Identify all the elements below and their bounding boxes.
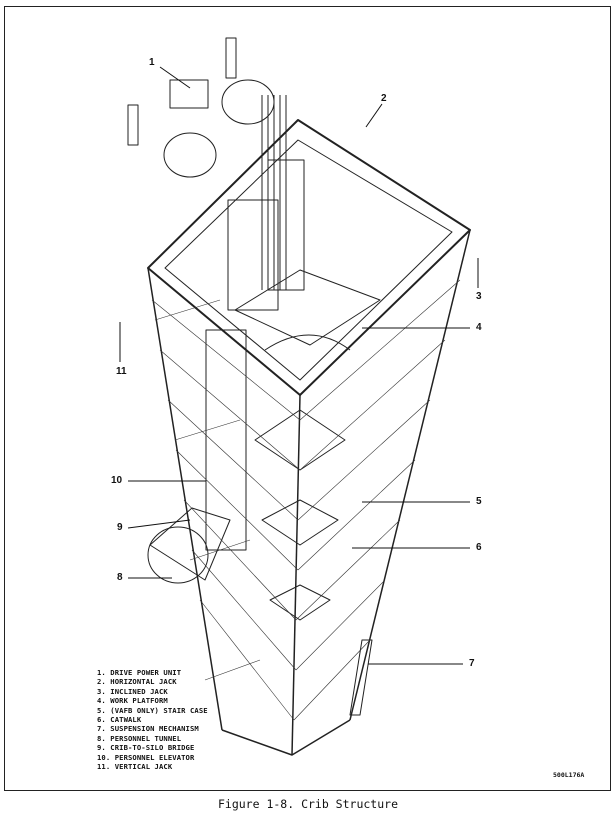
callout-10: 10 (111, 475, 123, 486)
legend-list: 1. DRIVE POWER UNIT 2. HORIZONTAL JACK 3… (97, 668, 208, 771)
inner-column (227, 199, 279, 311)
callout-4: 4 (476, 322, 482, 333)
suspension-mechanism (349, 639, 373, 716)
drive-post-1 (225, 37, 237, 79)
callout-8: 8 (117, 572, 123, 583)
cable-bundle (261, 95, 287, 290)
callout-7: 7 (469, 658, 475, 669)
work-platform (234, 269, 381, 346)
legend-item: 1. DRIVE POWER UNIT (97, 668, 182, 677)
body-left-edge (147, 267, 223, 731)
callout-5: 5 (476, 496, 482, 507)
document-number: 500L176A (553, 771, 585, 779)
drive-power-unit (169, 79, 209, 109)
personnel-tunnel (147, 526, 209, 584)
legend-item: 11. VERTICAL JACK (97, 762, 173, 772)
figure-frame (4, 6, 611, 791)
callout-9: 9 (117, 522, 123, 533)
body-center-edge (291, 394, 301, 756)
legend-item: 9. CRIB-TO-SILO BRIDGE (97, 743, 195, 753)
legend-item: 10. PERSONNEL ELEVATOR (97, 752, 195, 762)
body-bottom (221, 719, 351, 756)
tunnel-body (149, 507, 231, 581)
deck-2 (261, 499, 339, 546)
legend-item: 4. WORK PLATFORM (97, 696, 168, 706)
callout-3: 3 (476, 291, 482, 302)
drive-motor-1 (221, 79, 275, 125)
top-frame-inner (164, 139, 453, 381)
deck-1 (254, 409, 346, 471)
top-frame (147, 119, 471, 396)
callout-1: 1 (149, 57, 155, 68)
drive-motor-2 (163, 132, 217, 178)
elevator-shaft (205, 329, 247, 551)
callout-6: 6 (476, 542, 482, 553)
deck-3 (269, 584, 331, 621)
legend-item: 7. SUSPENSION MECHANISM (97, 724, 199, 734)
legend-item: 3. INCLINED JACK (97, 686, 168, 696)
legend-item: 6. CATWALK (97, 715, 142, 725)
figure-caption: Figure 1-8. Crib Structure (217, 797, 398, 811)
lattice-bracing (151, 279, 461, 721)
drive-post-2 (127, 104, 139, 146)
legend-item: 2. HORIZONTAL JACK (97, 677, 177, 687)
platform-arc (264, 334, 351, 351)
body-right-edge (349, 229, 471, 721)
legend-item: 5. (VAFB ONLY) STAIR CASE (97, 705, 208, 715)
callout-11: 11 (116, 366, 127, 377)
legend-item: 8. PERSONNEL TUNNEL (97, 733, 182, 743)
callout-2: 2 (381, 93, 387, 104)
leader-lines (119, 66, 479, 665)
